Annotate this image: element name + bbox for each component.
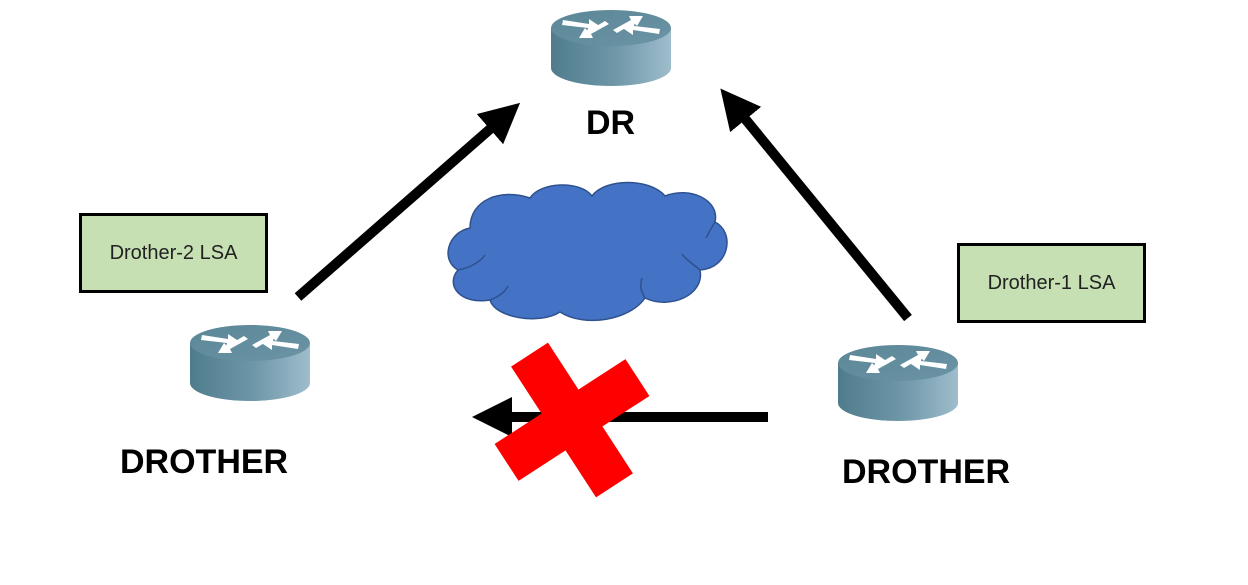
drother-right-label: DROTHER: [842, 453, 1011, 491]
cloud-icon: [447, 181, 728, 322]
router-icon-drother-right: [838, 345, 958, 421]
router-icon-drother-left: [190, 325, 310, 401]
dr-label: DR: [586, 104, 636, 142]
arrow-drother-right-to-dr: [720, 88, 912, 322]
lsa-box-drother-2: Drother-2 LSA: [79, 213, 268, 293]
router-icon-dr: [551, 10, 671, 86]
arrow-drother-left-to-dr: [294, 102, 521, 301]
blocked-x-icon: [494, 342, 650, 498]
lsa-label-drother-1: Drother-1 LSA: [987, 271, 1116, 294]
drother-left-label: DROTHER: [120, 443, 289, 481]
lsa-box-drother-1: Drother-1 LSA: [957, 243, 1146, 323]
lsa-label-drother-2: Drother-2 LSA: [109, 241, 238, 264]
